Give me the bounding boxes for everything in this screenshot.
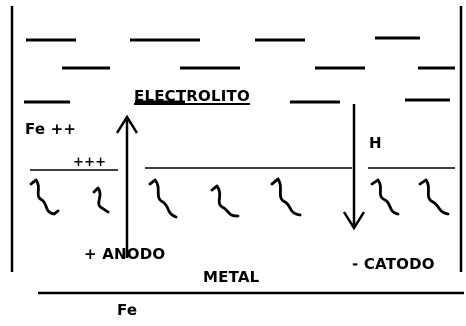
- hydrogen-label: H: [369, 134, 382, 152]
- arrow-down-icon: [342, 104, 366, 231]
- metal-surface: [30, 167, 455, 171]
- metal-label: METAL: [203, 268, 260, 286]
- corrosion-pit-icon: [210, 184, 240, 218]
- corrosion-pit-icon: [370, 178, 400, 216]
- cathode-label: - CATODO: [352, 255, 435, 273]
- corrosion-pit-icon: [29, 178, 60, 216]
- electrolyte-label: ELECTROLITO: [134, 87, 250, 105]
- anode-label: + ANODO: [84, 245, 166, 263]
- arrow-up-icon: [115, 114, 139, 258]
- fe-ion-label: Fe ++: [25, 120, 77, 138]
- corrosion-pit-icon: [418, 178, 450, 216]
- corrosion-pits: [29, 177, 450, 219]
- anode-charge-label: +++: [73, 155, 107, 170]
- electrolyte-dashes: [24, 36, 455, 104]
- fe-metal-label: Fe: [117, 301, 138, 319]
- corrosion-pit-icon: [148, 178, 178, 219]
- corrosion-pit-icon: [270, 177, 302, 217]
- corrosion-pit-icon: [92, 186, 110, 214]
